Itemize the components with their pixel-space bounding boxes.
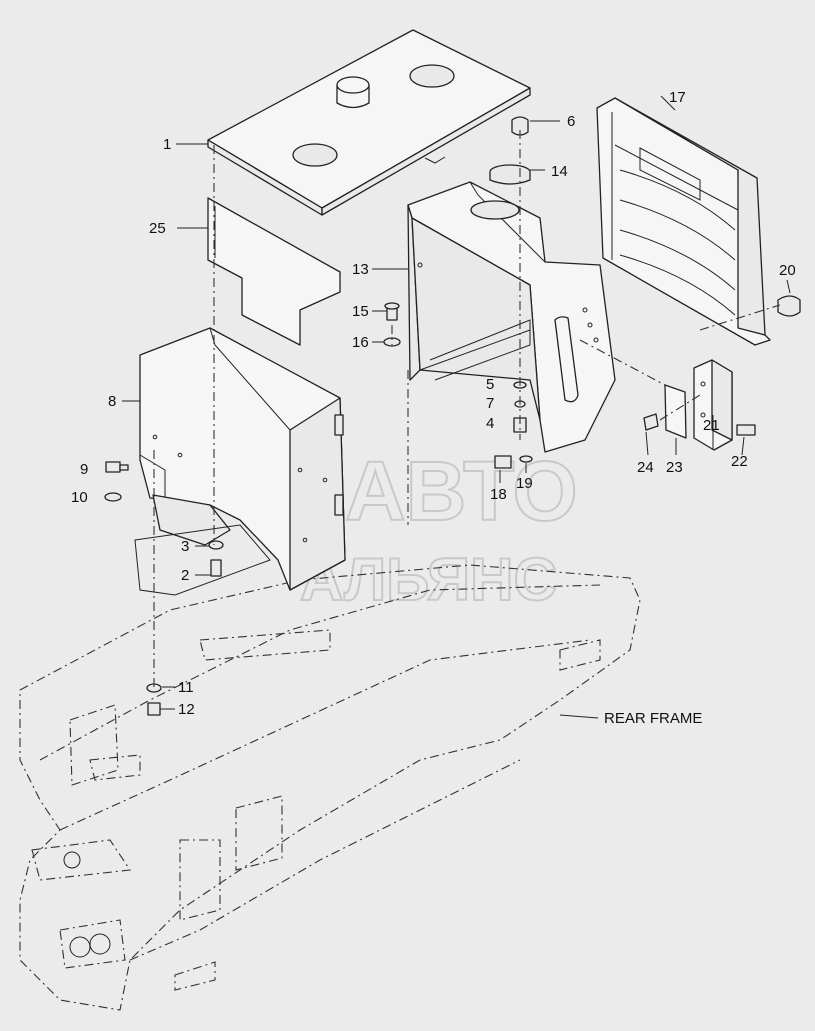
callout-11: 11 (178, 679, 194, 696)
rear-frame-label: REAR FRAME (604, 710, 702, 727)
callout-8: 8 (108, 393, 116, 410)
grille (596, 97, 771, 346)
callout-22: 22 (731, 453, 748, 470)
callout-15: 15 (352, 303, 369, 320)
callout-3: 3 (181, 538, 189, 555)
callout-19: 19 (516, 475, 533, 492)
callout-10: 10 (71, 489, 88, 506)
callout-12: 12 (178, 701, 195, 718)
callout-5: 5 (486, 376, 494, 393)
callout-2: 2 (181, 567, 189, 584)
leader-lines (122, 95, 791, 719)
callout-6: 6 (567, 113, 575, 130)
rear-frame (19, 564, 641, 1011)
watermark-line1: АВТО (345, 444, 578, 538)
top-cover (207, 29, 531, 216)
rear-cover (407, 181, 616, 453)
callout-13: 13 (352, 261, 369, 278)
callout-labels: 1 2 3 4 5 6 7 8 9 10 11 12 13 14 15 16 1… (71, 89, 796, 727)
callout-17: 17 (669, 89, 686, 106)
callout-20: 20 (779, 262, 796, 279)
callout-9: 9 (80, 461, 88, 478)
callout-1: 1 (163, 136, 171, 153)
callout-24: 24 (637, 459, 654, 476)
insulation-pad (207, 197, 341, 346)
callout-18: 18 (490, 486, 507, 503)
callout-23: 23 (666, 459, 683, 476)
callout-16: 16 (352, 334, 369, 351)
callout-14: 14 (551, 163, 568, 180)
callout-4: 4 (486, 415, 494, 432)
lamp-assembly (664, 295, 801, 451)
assembly-lines (153, 130, 781, 690)
callout-21: 21 (703, 417, 720, 434)
left-cover (134, 327, 346, 596)
callout-25: 25 (149, 220, 166, 237)
callout-7: 7 (486, 395, 494, 412)
